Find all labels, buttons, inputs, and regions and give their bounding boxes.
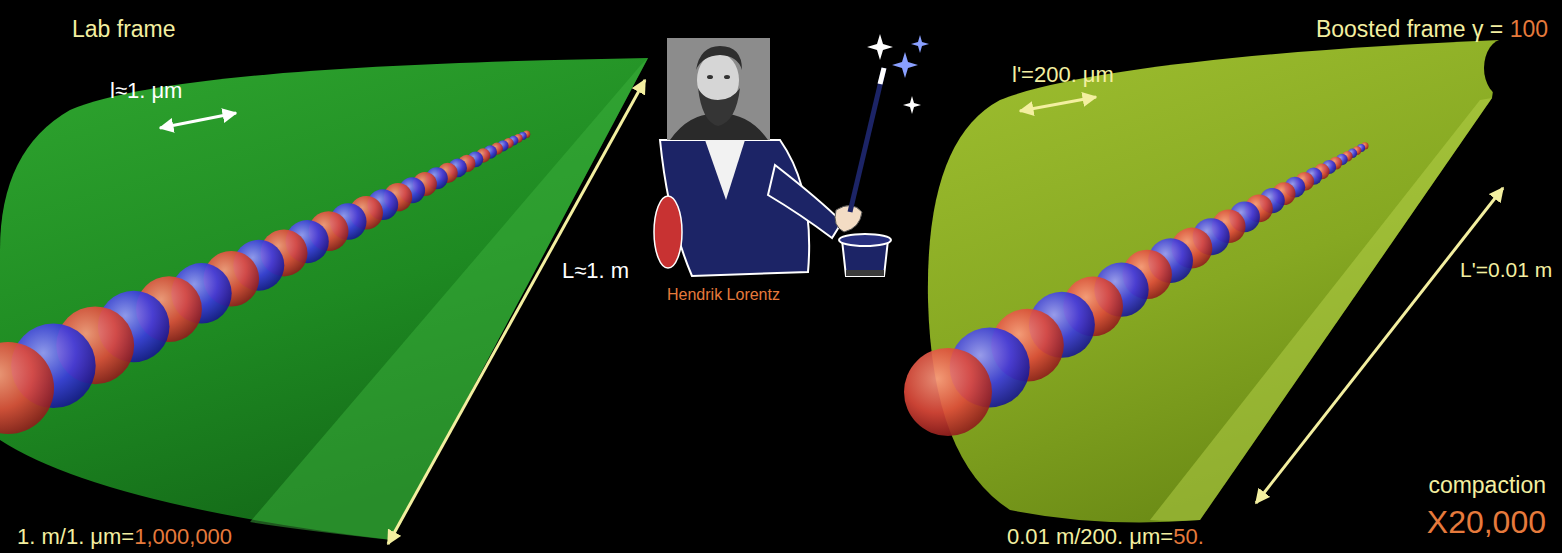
label-text: Lab frame — [72, 16, 176, 42]
label-text: Hendrik Lorentz — [667, 286, 780, 303]
label-text: 1. m/1. μm= — [17, 524, 134, 549]
label-line: X20,000 — [1427, 504, 1546, 541]
boosted-cone — [928, 40, 1500, 522]
label-line: Lab frame — [72, 16, 176, 42]
cone-edge-highlight — [250, 58, 648, 540]
label-text: 1,000,000 — [134, 524, 232, 549]
dimension-arrow — [160, 113, 236, 128]
label-line: L≈1. m — [562, 258, 629, 283]
dimension-arrow — [388, 80, 645, 544]
cone-edge-highlight — [1150, 98, 1492, 521]
particle-sphere — [904, 348, 992, 436]
label-line: Hendrik Lorentz — [667, 286, 780, 304]
label-line: 0.01 m/200. μm=50. — [1004, 524, 1207, 549]
sphere-chain — [904, 142, 1369, 436]
dimension-arrow — [1020, 97, 1096, 111]
label-line: l'=200. μm — [1012, 62, 1114, 87]
label-text: 50. — [1173, 524, 1204, 549]
lorentz-magician — [654, 34, 929, 276]
label-text: 100 — [1510, 16, 1548, 42]
label-line: compaction — [1428, 472, 1546, 498]
label-text: 0.01 m/200. μm= — [1007, 524, 1173, 549]
lab-cone — [0, 58, 648, 540]
label-line: Boosted frame γ = 100 — [1316, 16, 1548, 42]
label-line: L'=0.01 m — [1460, 258, 1552, 282]
sphere-chain — [0, 131, 530, 435]
label-text: compaction — [1428, 472, 1546, 498]
label-line: 1. m/1. μm=1,000,000 — [14, 524, 235, 549]
label-text: Boosted frame γ = — [1316, 16, 1510, 42]
dimension-arrow — [1256, 188, 1503, 503]
cone-opening — [1484, 39, 1524, 97]
label-text: X20,000 — [1427, 504, 1546, 540]
label-text: L≈1. m — [562, 258, 629, 283]
label-line: l≈1. μm — [110, 78, 182, 103]
label-text: l'=200. μm — [1012, 62, 1114, 87]
particle-sphere — [0, 342, 54, 434]
label-text: L'=0.01 m — [1460, 258, 1552, 281]
label-text: l≈1. μm — [110, 78, 182, 103]
